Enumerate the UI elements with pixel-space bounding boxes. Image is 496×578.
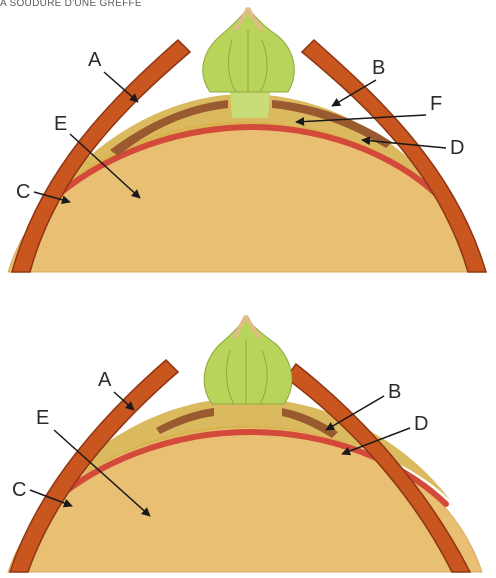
bottom-label-b: B: [388, 381, 401, 403]
top-label-e: E: [54, 113, 67, 135]
top-label-a: A: [88, 49, 102, 71]
top-label-f: F: [430, 93, 442, 115]
top-label-d: D: [450, 137, 464, 159]
bottom-label-a: A: [98, 369, 112, 391]
top-label-c: C: [16, 181, 30, 203]
top-bud: [203, 8, 295, 92]
bottom-graft-section: A E C B D: [8, 316, 482, 572]
bottom-bud: [204, 316, 292, 404]
top-label-b: B: [372, 57, 385, 79]
bottom-label-d: D: [414, 413, 428, 435]
bottom-label-e: E: [36, 407, 49, 429]
top-bud-stem: [230, 92, 270, 118]
top-graft-section: A E C B F D: [8, 8, 486, 272]
bottom-label-c: C: [12, 479, 26, 501]
